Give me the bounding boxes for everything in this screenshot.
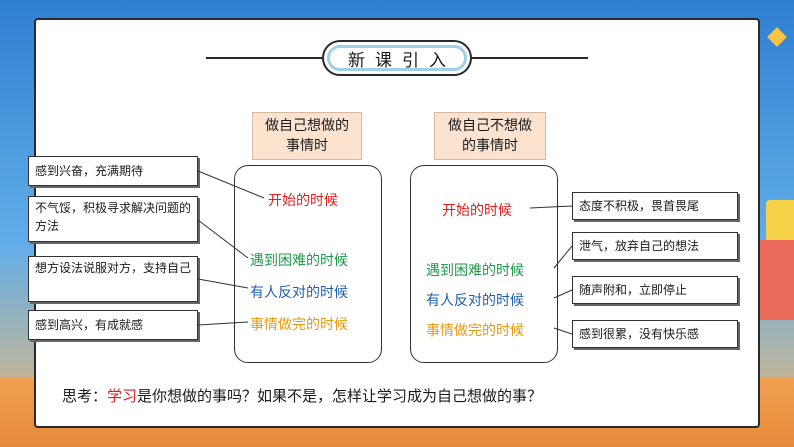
left-note-start: 感到兴奋，充满期待 — [28, 156, 198, 186]
connector-line — [197, 278, 249, 289]
right-note-start: 态度不积极，畏首畏尾 — [572, 192, 738, 220]
connector-line — [553, 289, 573, 299]
right-stage-finished: 事情做完的时候 — [426, 323, 524, 339]
left-panel — [234, 165, 382, 363]
right-panel — [410, 165, 558, 363]
slide-title: 新课引入 — [327, 45, 467, 71]
right-stage-start: 开始的时候 — [442, 203, 512, 219]
book-decoration — [754, 240, 794, 320]
right-note-opposition: 随声附和，立即停止 — [572, 276, 738, 304]
left-note-opposition: 想方设法说服对方，支持自己 — [28, 256, 198, 302]
question-prefix: 思考： — [62, 387, 108, 405]
thinking-question: 思考：学习是你想做的事吗？如果不是，怎样让学习成为自己想做的事？ — [62, 385, 542, 406]
right-stage-opposition: 有人反对的时候 — [426, 293, 524, 309]
connector-line — [197, 170, 265, 199]
right-stage-difficulty: 遇到困难的时候 — [426, 263, 524, 279]
connector-line — [553, 245, 573, 269]
left-heading: 做自己想做的 事情时 — [252, 112, 362, 160]
left-stage-start: 开始的时候 — [268, 193, 338, 209]
question-rest: 是你想做的事吗？如果不是，怎样让学习成为自己想做的事？ — [137, 387, 543, 405]
right-heading: 做自己不想做 的事情时 — [434, 112, 546, 160]
question-highlight: 学习 — [107, 387, 138, 405]
title-badge: 新课引入 — [322, 40, 472, 76]
left-note-difficulty: 不气馁，积极寻求解决问题的方法 — [28, 196, 198, 242]
left-stage-finished: 事情做完的时候 — [250, 317, 348, 333]
right-note-finished: 感到很累，没有快乐感 — [572, 320, 738, 348]
connector-line — [197, 321, 249, 326]
connector-line — [553, 327, 573, 335]
connector-lines — [197, 170, 573, 335]
connector-line — [529, 205, 573, 209]
left-stage-opposition: 有人反对的时候 — [250, 285, 348, 301]
left-stage-difficulty: 遇到困难的时候 — [250, 253, 348, 269]
connector-line — [197, 219, 249, 259]
book-decoration — [766, 200, 794, 245]
left-note-finished: 感到高兴，有成就感 — [28, 310, 198, 340]
slide-card: 新课引入 做自己想做的 事情时 开始的时候 遇到困难的时候 有人反对的时候 事情… — [28, 18, 760, 428]
right-note-difficulty: 泄气，放弃自己的想法 — [572, 232, 738, 260]
